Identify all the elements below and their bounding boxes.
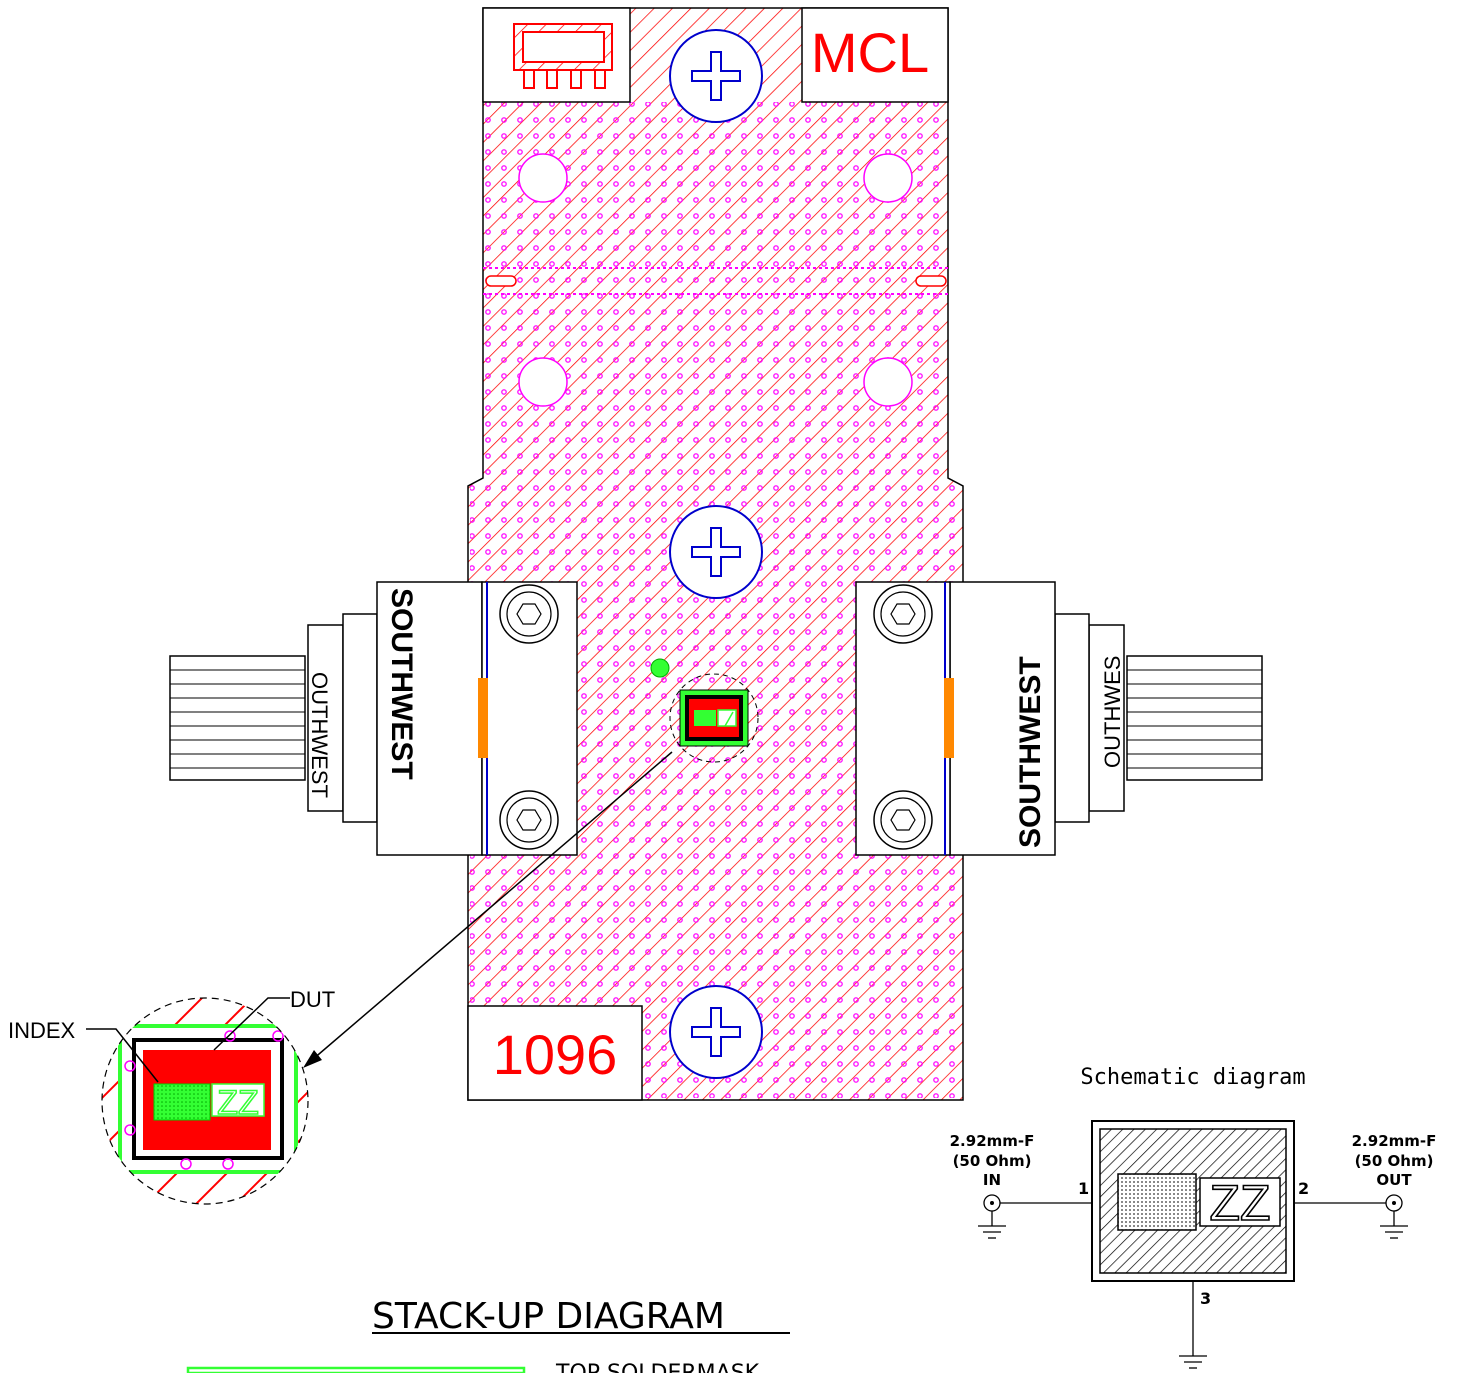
output-port-icon xyxy=(1380,1194,1408,1239)
detail-leader-arrow xyxy=(303,1050,322,1068)
in-connector: 2.92mm-F xyxy=(950,1132,1035,1150)
right-connector: OUTHWES SOUTHWEST xyxy=(855,581,1263,856)
out-impedance: (50 Ohm) xyxy=(1355,1152,1434,1170)
detail-leader xyxy=(311,751,673,1061)
screw-icon xyxy=(669,505,763,599)
hex-screw-icon xyxy=(873,584,933,644)
out-connector: 2.92mm-F xyxy=(1352,1132,1437,1150)
hex-screw-icon xyxy=(499,790,559,850)
index-label: INDEX xyxy=(8,1018,76,1043)
out-label: OUT xyxy=(1376,1171,1412,1189)
pin-3-label: 3 xyxy=(1200,1289,1211,1308)
screw-icon xyxy=(669,29,763,123)
connector-brand: SOUTHWEST xyxy=(1014,656,1047,848)
logo-box: MCL xyxy=(801,7,949,103)
schematic-title: Schematic diagram xyxy=(1080,1065,1305,1090)
screw-icon xyxy=(669,985,763,1079)
footprint-box xyxy=(482,7,631,103)
left-connector: OUTHWEST SOUTHWEST xyxy=(169,581,578,856)
connector-partial-brand: OUTHWEST xyxy=(307,672,332,798)
dut-component xyxy=(650,658,759,763)
input-port-icon xyxy=(978,1194,1006,1239)
detail-view: ZZ INDEX DUT xyxy=(8,987,335,1205)
part-number-box: 1096 xyxy=(467,1005,643,1101)
stackup-title: STACK-UP DIAGRAM xyxy=(372,1296,725,1337)
hex-screw-icon xyxy=(499,584,559,644)
schematic-marking: ZZ xyxy=(1209,1175,1270,1231)
in-label: IN xyxy=(983,1171,1001,1189)
detail-marking: ZZ xyxy=(217,1084,259,1122)
schematic: Schematic diagram ZZ xyxy=(950,1065,1437,1369)
ground-icon xyxy=(1179,1355,1207,1369)
pin-1-label: 1 xyxy=(1078,1179,1089,1198)
dut-label: DUT xyxy=(290,987,335,1012)
v-score xyxy=(483,267,948,295)
hex-screw-icon xyxy=(873,790,933,850)
mounting-holes xyxy=(518,153,913,407)
logo-text: MCL xyxy=(811,21,929,84)
stackup: STACK-UP DIAGRAM TOP SOLDERMASK xyxy=(186,1296,790,1373)
top-soldermask-label: TOP SOLDERMASK xyxy=(555,1361,760,1373)
top-soldermask-layer xyxy=(186,1366,526,1373)
connector-brand: SOUTHWEST xyxy=(385,588,418,780)
in-impedance: (50 Ohm) xyxy=(953,1152,1032,1170)
part-number: 1096 xyxy=(493,1023,618,1086)
pin-2-label: 2 xyxy=(1298,1179,1309,1198)
connector-partial-brand: OUTHWES xyxy=(1100,656,1125,768)
